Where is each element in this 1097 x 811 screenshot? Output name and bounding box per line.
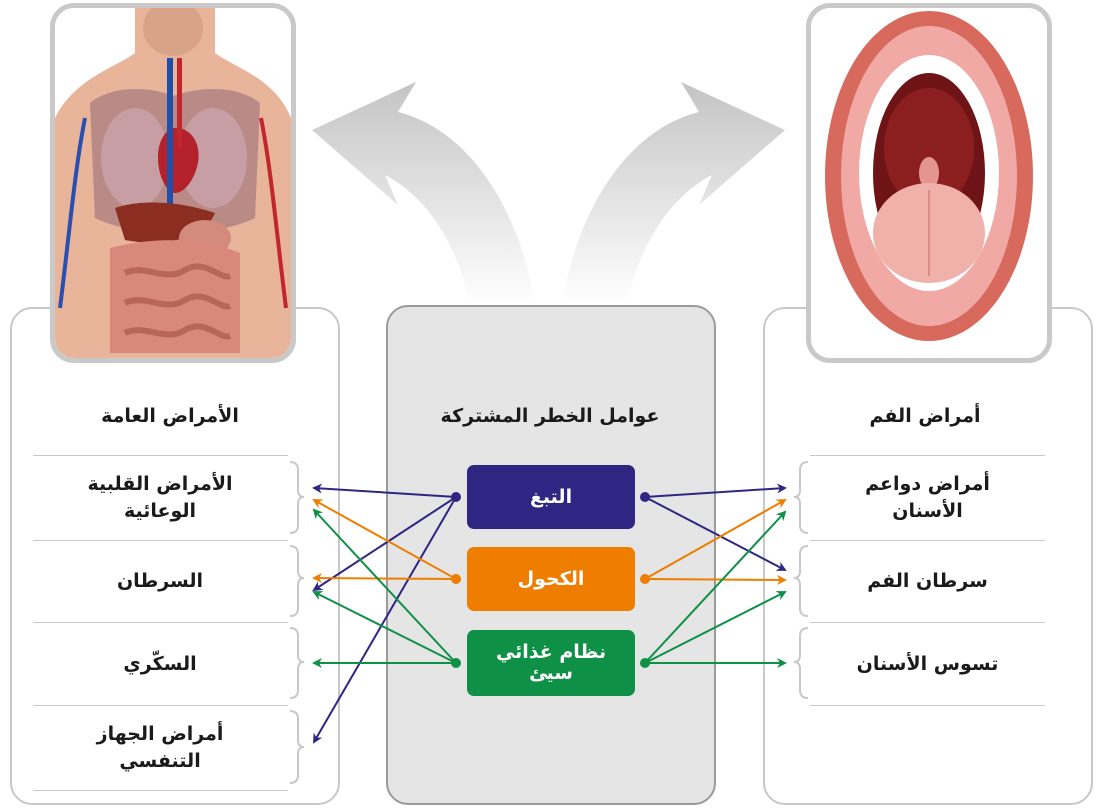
item-line: الوعائية bbox=[124, 498, 196, 525]
item-line: الأمراض القلبية bbox=[87, 471, 232, 498]
factor-label: سيئ bbox=[529, 663, 573, 684]
common-factors-heading: عوامل الخطر المشتركة bbox=[400, 405, 700, 427]
right-curved-arrow bbox=[562, 82, 785, 305]
open-mouth-teeth-illustration bbox=[811, 8, 1047, 358]
human-body-anatomy-illustration bbox=[55, 8, 291, 358]
left-curved-arrow bbox=[312, 82, 535, 305]
cancer-item: السرطان bbox=[40, 542, 280, 620]
item-line: تسوس الأسنان bbox=[857, 651, 999, 678]
item-line: السكّري bbox=[123, 651, 196, 678]
right-divider bbox=[810, 622, 1045, 623]
diabetes-item: السكّري bbox=[40, 624, 280, 704]
left-divider bbox=[33, 455, 288, 456]
tobacco-factor-box: التبغ bbox=[467, 465, 635, 529]
general-diseases-heading: الأمراض العامة bbox=[60, 405, 280, 427]
factor-label: نظام غذائي bbox=[496, 642, 606, 663]
respiratory-disease-item: أمراض الجهاز التنفسي bbox=[40, 707, 280, 789]
left-divider bbox=[33, 622, 288, 623]
right-divider bbox=[810, 455, 1045, 456]
cardiovascular-disease-item: الأمراض القلبية الوعائية bbox=[40, 458, 280, 538]
poor-diet-factor-box: نظام غذائي سيئ bbox=[467, 630, 635, 696]
left-divider bbox=[33, 540, 288, 541]
item-line: السرطان bbox=[117, 568, 203, 595]
periodontal-disease-item: أمراض دواعم الأسنان bbox=[810, 458, 1045, 538]
left-divider bbox=[33, 705, 288, 706]
item-line: سرطان الفم bbox=[867, 568, 988, 595]
oral-cancer-item: سرطان الفم bbox=[810, 542, 1045, 620]
item-line: أمراض الجهاز bbox=[97, 721, 224, 748]
left-divider bbox=[33, 790, 288, 791]
right-divider bbox=[810, 540, 1045, 541]
factor-label: الكحول bbox=[518, 569, 585, 590]
right-divider bbox=[810, 705, 1045, 706]
mouth-image bbox=[806, 3, 1052, 363]
alcohol-factor-box: الكحول bbox=[467, 547, 635, 611]
oral-diseases-heading: أمراض الفم bbox=[815, 405, 1035, 427]
body-image bbox=[50, 3, 296, 363]
item-line: الأسنان bbox=[892, 498, 962, 525]
factor-label: التبغ bbox=[530, 487, 572, 508]
dental-caries-item: تسوس الأسنان bbox=[810, 624, 1045, 704]
item-line: أمراض دواعم bbox=[865, 471, 990, 498]
item-line: التنفسي bbox=[119, 748, 200, 775]
